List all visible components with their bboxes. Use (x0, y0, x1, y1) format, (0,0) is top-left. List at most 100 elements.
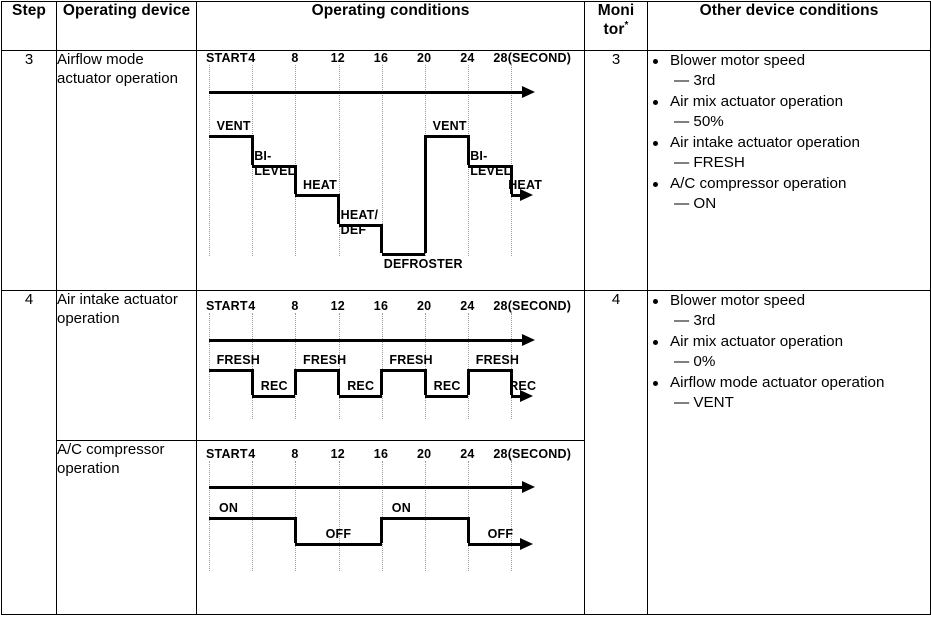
bullet-dot-icon (653, 298, 658, 304)
waveform-state-label: OFF (325, 527, 352, 541)
waveform-segment (425, 135, 469, 138)
other-condition-value: — 3rd (674, 72, 716, 90)
chart-tick-label: 24 (460, 51, 475, 65)
chart-tick-start: START (206, 447, 248, 461)
bullet-dot-icon (653, 381, 658, 387)
chart-tick-label: 16 (373, 299, 389, 313)
chart-gridline (468, 461, 470, 571)
other-condition-item: Blower motor speed — 3rd (648, 291, 930, 331)
header-operating-device: Operating device (56, 1, 197, 51)
chart-gridline (425, 461, 426, 571)
waveform-state-label: BI-LEVEL (254, 148, 296, 179)
waveform-state-label: REC (260, 379, 288, 393)
other-condition-item: Air mix actuator operation — 50% (648, 92, 930, 132)
other-condition-item: Blower motor speed— 3rd (648, 51, 930, 91)
header-monitor-asterisk: * (624, 20, 629, 31)
chart-gridline (381, 461, 383, 571)
chart-gridline (381, 313, 383, 419)
other-condition-value: — VENT (674, 394, 734, 412)
header-other-device-conditions: Other device conditions (647, 1, 931, 51)
header-monitor-line1: Moni (597, 2, 635, 19)
other-condition-main: Airflow mode actuator operation (670, 374, 885, 392)
waveform-state-label: FRESH (216, 353, 260, 367)
waveform-state-label: FRESH (303, 353, 347, 367)
chart-time-axis (209, 339, 523, 342)
waveform-segment (511, 395, 521, 398)
waveform-transition (466, 135, 470, 165)
waveform-segment (252, 164, 296, 168)
chart-axis-arrow-icon (522, 481, 535, 493)
waveform-segment (252, 395, 296, 398)
waveform-transition (466, 369, 470, 395)
other-condition-value: — 3rd (674, 312, 716, 330)
other-condition-value: — 50% (674, 113, 724, 131)
waveform-transition (293, 164, 297, 194)
waveform-state-label: HEAT (508, 178, 543, 192)
waveform-segment (511, 194, 521, 197)
waveform-state-label: ON (219, 501, 239, 515)
waveform-transition (293, 369, 297, 395)
waveform-transition (293, 517, 297, 543)
header-monitor: Moni tor* (584, 1, 648, 51)
cell-device-name-4b: A/C compressor operation (56, 440, 197, 615)
bullet-dot-icon (653, 141, 658, 147)
other-condition-main: Blower motor speed (670, 292, 806, 309)
waveform-transition (509, 164, 513, 194)
chart-tick-start: START (206, 51, 248, 65)
waveform-state-label: REC (347, 379, 375, 393)
other-condition-main: Air mix actuator operation (670, 93, 844, 111)
waveform-segment (468, 164, 512, 168)
chart-tick-label: 4 (248, 51, 256, 65)
chart-tick-label: 4 (248, 447, 256, 461)
header-step: Step (1, 1, 57, 51)
waveform-segment (295, 543, 382, 546)
chart-gridline (338, 313, 340, 419)
other-condition-main: Air mix actuator operation (670, 333, 844, 351)
cell-device-name-4a: Air intake actuator operation (56, 290, 197, 441)
chart-tick-label: 8 (291, 299, 299, 313)
waveform-state-label: VENT (432, 119, 467, 133)
chart-gridline (381, 65, 383, 256)
waveform-transition (337, 369, 341, 395)
chart-gridline (425, 313, 426, 419)
waveform-segment (338, 223, 382, 227)
chart-gridline (209, 461, 210, 571)
waveform-state-label: HEAT (303, 178, 337, 192)
bullet-dot-icon (653, 182, 658, 188)
waveform-arrow-icon (520, 390, 533, 402)
header-operating-conditions: Operating conditions (196, 1, 585, 51)
other-condition-value: — FRESH (674, 154, 745, 172)
cell-monitor-value-3: 3 (584, 50, 648, 291)
waveform-state-label: OFF (487, 527, 514, 541)
other-condition-value: — ON (674, 195, 717, 213)
cell-monitor-value-4: 4 (584, 290, 648, 615)
cell-step-number-3: 3 (1, 50, 57, 291)
waveform-transition (380, 223, 384, 253)
other-condition-main: Air intake actuator operation (670, 134, 860, 152)
waveform-segment (209, 369, 253, 372)
waveform-segment (209, 517, 296, 520)
chart-gridline (209, 313, 210, 419)
bullet-dot-icon (653, 58, 658, 64)
chart-gridline (511, 65, 513, 256)
waveform-transition (250, 369, 254, 395)
chart-gridline (338, 65, 340, 256)
bullet-dot-icon (653, 100, 658, 106)
waveform-transition (423, 369, 427, 395)
waveform-segment (295, 194, 339, 197)
chart-gridline (252, 461, 254, 571)
chart-tick-label: 8 (291, 447, 299, 461)
chart-gridline (468, 313, 470, 419)
chart-tick-label: 24 (460, 299, 475, 313)
